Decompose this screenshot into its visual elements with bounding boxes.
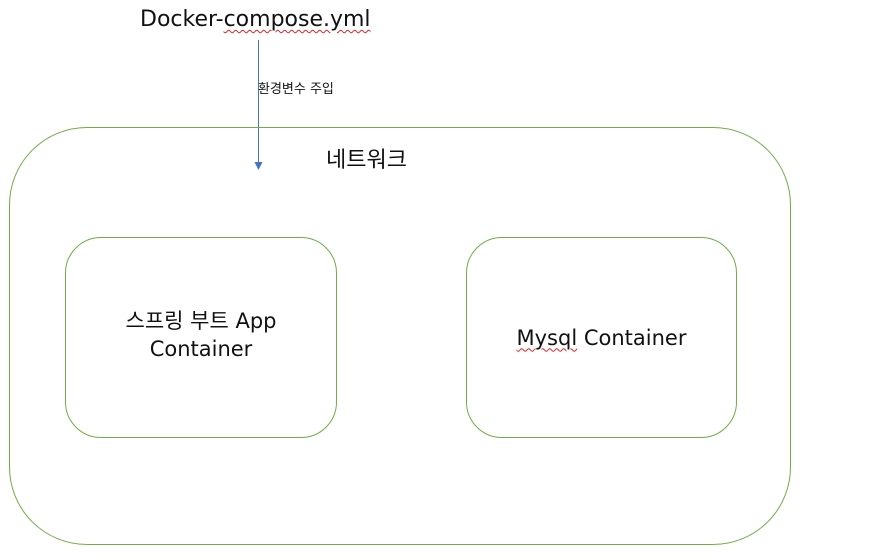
docker-compose-file-label: Docker-compose.yml bbox=[140, 6, 371, 34]
mysql-word: Mysql bbox=[516, 325, 578, 350]
network-boundary bbox=[9, 127, 791, 545]
app-container-line-2: Container bbox=[149, 336, 253, 361]
mysql-container-label: Mysql Container bbox=[482, 324, 722, 352]
env-injection-label: 환경변수 주입 bbox=[258, 82, 334, 97]
network-label: 네트워크 bbox=[326, 148, 407, 173]
compose-file-name: compose.yml bbox=[223, 7, 371, 32]
spring-boot-app-container-label: 스프링 부트 App Container bbox=[91, 307, 311, 363]
app-container-line-1: 스프링 부트 App bbox=[125, 308, 277, 333]
compose-file-prefix: Docker- bbox=[140, 7, 224, 32]
mysql-container: Mysql Container bbox=[466, 237, 737, 438]
spring-boot-app-container: 스프링 부트 App Container bbox=[65, 237, 337, 438]
mysql-container-word: Container bbox=[577, 325, 687, 350]
